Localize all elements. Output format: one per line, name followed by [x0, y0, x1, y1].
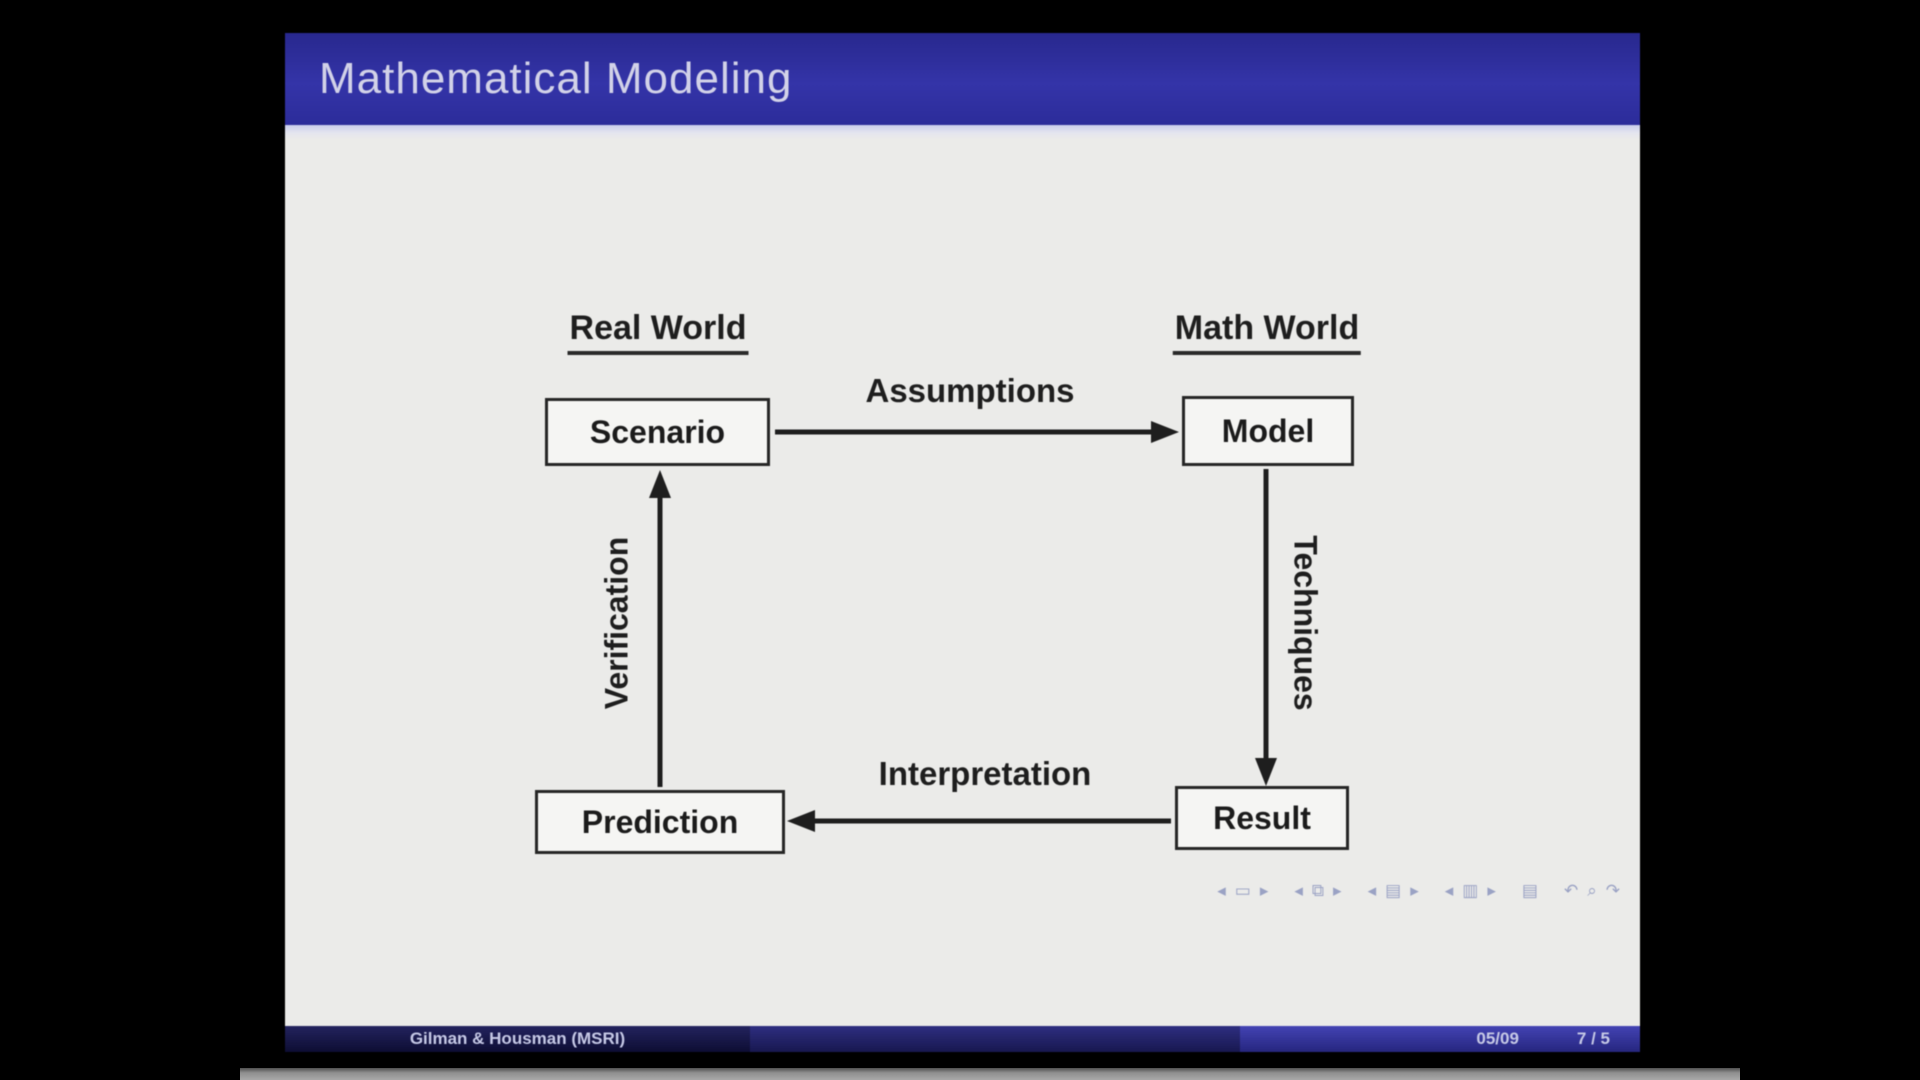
node-result: Result: [1175, 786, 1349, 850]
edge-label-techniques: Techniques: [1287, 535, 1324, 711]
slide-title: Mathematical Modeling: [319, 54, 793, 103]
arrow-verification: [649, 470, 671, 787]
node-model: Model: [1182, 396, 1354, 466]
footer-date: 05/09: [1476, 1029, 1519, 1048]
nav-appendix-icon[interactable]: ▤: [1521, 881, 1538, 900]
nav-section-icon[interactable]: ▥: [1462, 881, 1479, 900]
footer-page-segment: 05/09 7 / 5: [1240, 1026, 1640, 1052]
presentation-slide: Mathematical Modeling Real World Math Wo…: [285, 33, 1640, 1052]
column-header-real-world: Real World: [567, 309, 749, 355]
footer-middle-segment: [750, 1026, 1240, 1052]
nav-forward-icon[interactable]: ↷: [1605, 881, 1620, 900]
footer-authors-segment: Gilman & Housman (MSRI): [285, 1026, 750, 1052]
column-header-math-world: Math World: [1172, 309, 1362, 355]
edge-label-assumptions: Assumptions: [865, 372, 1075, 409]
nav-section-prev-icon[interactable]: ◂: [1444, 881, 1454, 900]
nav-slide-prev-icon[interactable]: ◂: [1217, 881, 1226, 900]
nav-search-icon[interactable]: ⌕: [1587, 881, 1597, 900]
nav-subsection-prev-icon[interactable]: ◂: [1367, 881, 1377, 900]
nav-slide-icon[interactable]: ▭: [1234, 881, 1251, 900]
nav-frame-icon[interactable]: ⧉: [1311, 881, 1325, 900]
arrow-techniques: [1255, 469, 1277, 786]
edge-label-verification: Verification: [598, 536, 635, 710]
video-bottom-strip: [240, 1068, 1740, 1080]
arrow-assumptions: [775, 421, 1179, 443]
nav-subsection-next-icon[interactable]: ▸: [1410, 881, 1419, 900]
arrow-interpretation: [787, 810, 1171, 832]
node-scenario: Scenario: [545, 398, 770, 466]
nav-frame-prev-icon[interactable]: ◂: [1294, 881, 1303, 900]
footer-page-number: 7 / 5: [1576, 1029, 1610, 1048]
slide-footer: Gilman & Housman (MSRI) 05/09 7 / 5: [285, 1026, 1640, 1052]
nav-slide-next-icon[interactable]: ▸: [1259, 881, 1269, 900]
footer-authors: Gilman & Housman (MSRI): [409, 1029, 626, 1048]
nav-back-icon[interactable]: ↶: [1563, 881, 1579, 900]
nav-section-next-icon[interactable]: ▸: [1487, 881, 1496, 900]
slide-title-bar: Mathematical Modeling: [285, 33, 1640, 125]
nav-subsection-icon[interactable]: ▤: [1385, 881, 1402, 900]
title-bar-separator: [285, 125, 1640, 139]
nav-frame-next-icon[interactable]: ▸: [1333, 881, 1342, 900]
node-prediction: Prediction: [535, 790, 785, 854]
edge-label-interpretation: Interpretation: [878, 755, 1092, 792]
beamer-navigation-bar: ◂ ▭ ▸ ◂ ⧉ ▸ ◂ ▤ ▸ ◂ ▥ ▸ ▤ ↶ ⌕ ↷: [1217, 882, 1620, 899]
